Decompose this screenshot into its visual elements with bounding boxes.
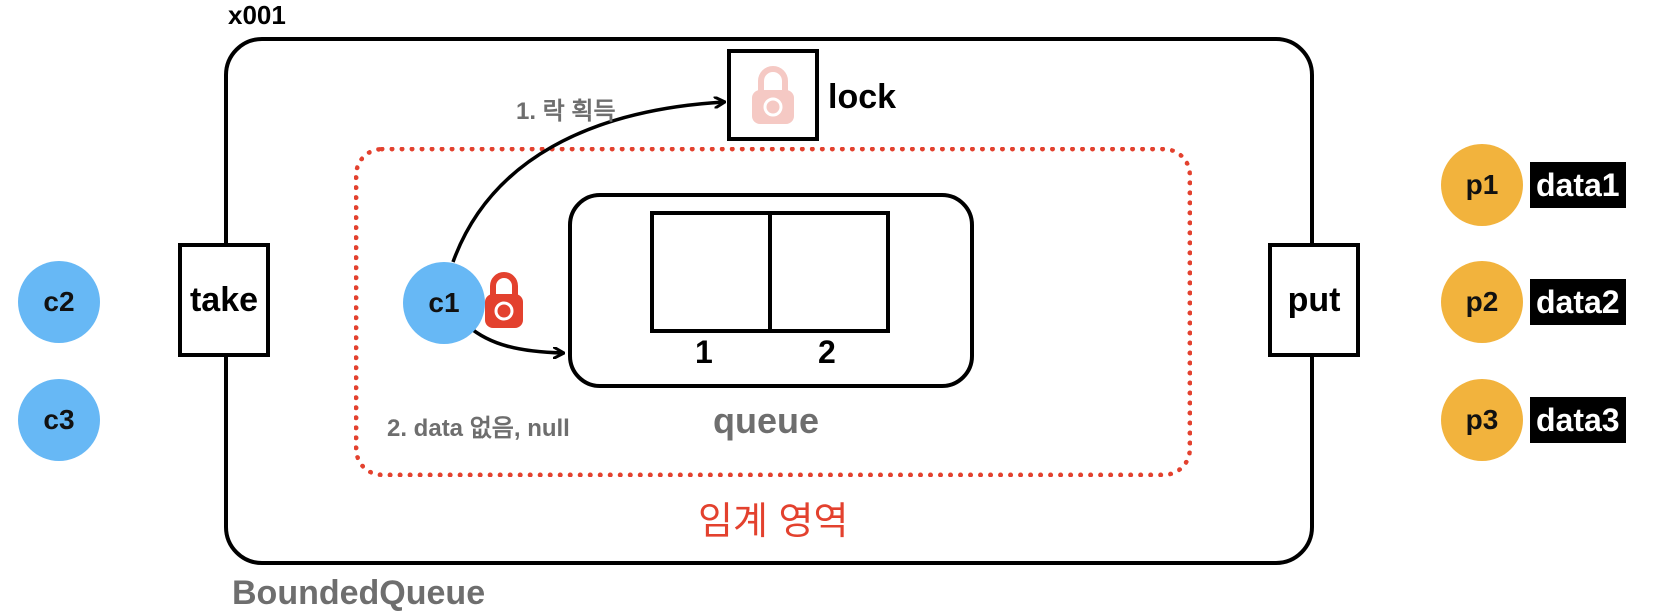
producer-p2-data: data2 [1530,279,1626,325]
producer-p2: p2 [1441,261,1523,343]
queue-slot-1-index: 1 [695,334,713,370]
step1-label: 1. 락 획득 [516,98,616,125]
consumer-c1: c1 [403,262,485,344]
queue-label: queue [713,400,820,441]
unlocked-lock-icon [752,66,794,124]
put-method-port: put [1268,243,1360,357]
class-name-label: BoundedQueue [232,574,486,612]
consumer-c3: c3 [18,379,100,461]
producer-p3-data: data3 [1530,397,1626,443]
object-id-label: x001 [228,0,286,30]
critical-section-region [354,147,1192,477]
step2-label: 2. data 없음, null [387,415,570,442]
acquire-lock-arrow [451,102,724,263]
consumer-c2: c2 [18,261,100,343]
locked-lock-icon [485,272,523,328]
producer-p3: p3 [1441,379,1523,461]
lock-box [727,49,819,141]
queue-slot-1 [650,211,772,333]
take-method-port: take [178,243,270,357]
critical-section-label: 임계 영역 [698,501,849,543]
lock-label: lock [828,78,897,116]
queue-slot-2-index: 2 [818,334,836,370]
check-queue-arrow [466,324,563,353]
producer-p1-data: data1 [1530,162,1626,208]
producer-p1: p1 [1441,144,1523,226]
queue-slot-2 [768,211,890,333]
